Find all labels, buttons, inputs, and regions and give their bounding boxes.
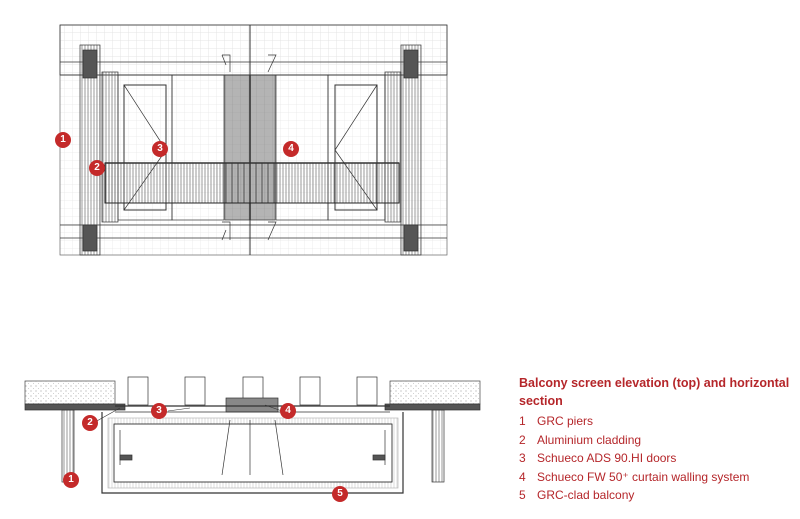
legend-item-label: GRC-clad balcony bbox=[537, 488, 635, 502]
elevation-marker-3: 3 bbox=[152, 141, 168, 157]
section-marker-2: 2 bbox=[82, 415, 98, 431]
legend-item-number: 1 bbox=[519, 414, 526, 428]
section-marker-1: 1 bbox=[63, 472, 79, 488]
legend-item-number: 5 bbox=[519, 488, 526, 502]
legend-item-label: GRC piers bbox=[537, 414, 594, 428]
elevation-marker-1: 1 bbox=[55, 132, 71, 148]
legend-item-label: Aluminium cladding bbox=[537, 432, 642, 447]
legend-item: 3 Schueco ADS 90.HI doors bbox=[519, 449, 794, 468]
legend-item-label: Schueco ADS 90.HI doors bbox=[537, 451, 677, 465]
legend-item: 5 GRC-clad balcony bbox=[519, 486, 794, 505]
section-marker-5: 5 bbox=[332, 486, 348, 502]
elevation-marker-2: 2 bbox=[89, 160, 105, 176]
legend-title: Balcony screen elevation (top) and horiz… bbox=[519, 376, 790, 408]
legend-item-label: Schueco FW 50⁺ curtain walling system bbox=[537, 469, 750, 484]
section-marker-4: 4 bbox=[280, 403, 296, 419]
legend-item-number: 3 bbox=[519, 451, 526, 465]
legend-item: 1 GRC piers bbox=[519, 412, 794, 431]
elevation-marker-4: 4 bbox=[283, 141, 299, 157]
elevation-drawing bbox=[59, 24, 448, 256]
section-drawing bbox=[24, 376, 481, 494]
legend-item-number: 2 bbox=[519, 432, 526, 447]
section-marker-3: 3 bbox=[151, 403, 167, 419]
legend-item-number: 4 bbox=[519, 469, 526, 484]
legend: Balcony screen elevation (top) and horiz… bbox=[519, 374, 794, 505]
legend-item: 4 Schueco FW 50⁺ curtain walling system bbox=[519, 468, 794, 487]
legend-item: 2 Aluminium cladding bbox=[519, 431, 794, 450]
